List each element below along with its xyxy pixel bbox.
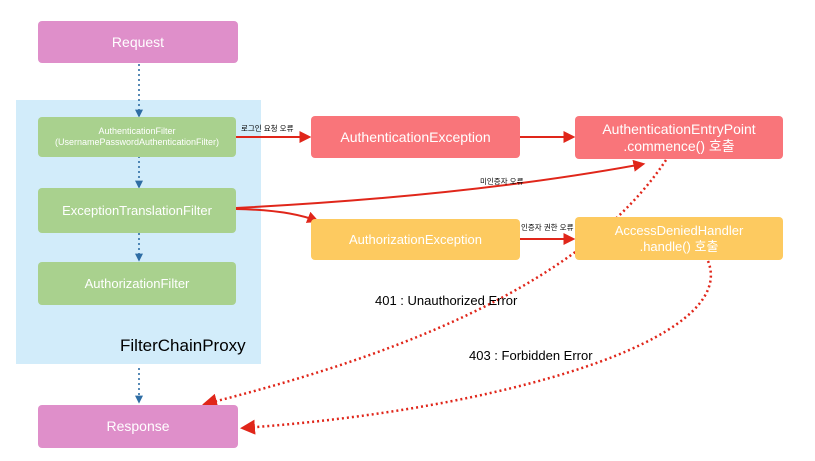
authentication-entry-point-node: AuthenticationEntryPoint .commence() 호출: [575, 116, 783, 159]
edge-entry-point-to-response-401: [202, 159, 668, 409]
authorization-filter-label: AuthorizationFilter: [84, 275, 190, 291]
authentication-exception-label: AuthenticationException: [340, 128, 491, 145]
unauthenticated-error-label: 미인증자 오류: [480, 177, 524, 186]
response-node: Response: [38, 405, 238, 448]
authorization-exception-node: AuthorizationException: [311, 219, 520, 260]
denied-handler-sublabel: .handle() 호출: [639, 238, 719, 254]
edge-exception-filter-to-entry-point: [235, 159, 646, 209]
authentication-exception-node: AuthenticationException: [311, 116, 520, 158]
exception-translation-filter-label: ExceptionTranslationFilter: [62, 202, 212, 218]
access-denied-handler-node: AccessDeniedHandler .handle() 호출: [575, 217, 783, 260]
edge-exception-filter-to-authorization-exception: [235, 208, 320, 223]
request-node: Request: [38, 21, 238, 63]
denied-handler-label: AccessDeniedHandler: [614, 222, 744, 238]
request-label: Request: [111, 33, 165, 50]
forbidden-403-label: 403 : Forbidden Error: [469, 348, 593, 363]
entry-point-label: AuthenticationEntryPoint: [602, 120, 756, 137]
exception-translation-filter-node: ExceptionTranslationFilter: [38, 188, 236, 233]
authentication-filter-sublabel: (UsernamePasswordAuthenticationFilter): [54, 137, 220, 147]
response-label: Response: [106, 418, 170, 435]
authorization-error-label: 인증자 권한 오류: [521, 223, 574, 232]
unauthorized-401-label: 401 : Unauthorized Error: [375, 293, 518, 308]
edge-denied-handler-to-response-403: [240, 260, 712, 435]
authentication-filter-node: AuthenticationFilter (UsernamePasswordAu…: [38, 117, 236, 157]
authorization-filter-node: AuthorizationFilter: [38, 262, 236, 305]
filter-chain-proxy-label: FilterChainProxy: [120, 336, 246, 355]
authentication-filter-label: AuthenticationFilter: [98, 126, 176, 137]
login-request-error-label: 로그인 요청 오류: [241, 124, 294, 133]
entry-point-sublabel: .commence() 호출: [623, 137, 735, 154]
authorization-exception-label: AuthorizationException: [349, 231, 482, 247]
